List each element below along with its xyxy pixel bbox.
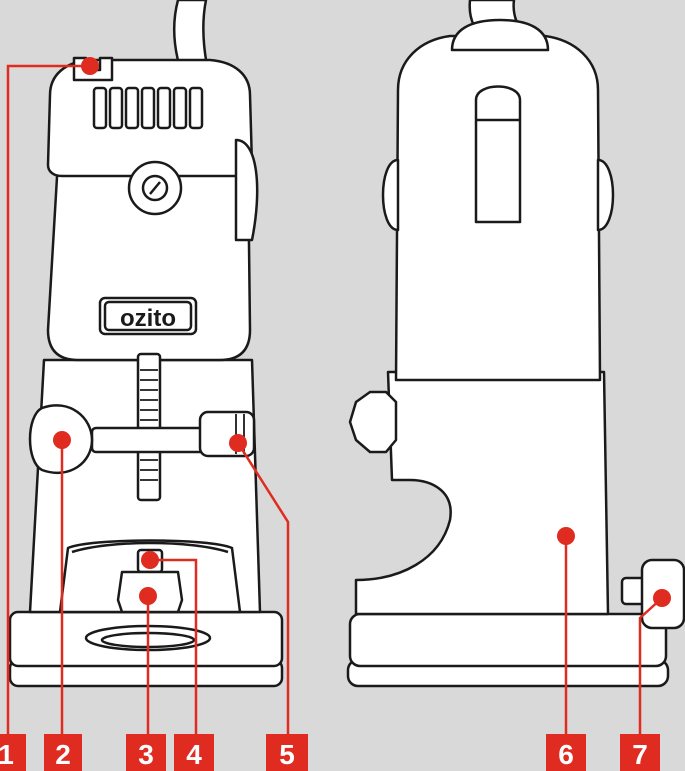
callout-dot-3: [139, 587, 157, 605]
callout-label-2: 2: [55, 739, 71, 770]
callout-label-1: 1: [0, 739, 14, 770]
logo-text: ozito: [120, 305, 176, 332]
callout-dot-6: [557, 527, 575, 545]
callout-label-7: 7: [632, 739, 648, 770]
locking-knob: [200, 412, 254, 456]
callout-label-5: 5: [279, 739, 295, 770]
callout-label-6: 6: [558, 739, 574, 770]
callout-dot-1: [81, 57, 99, 75]
side-vent: [476, 87, 520, 223]
vent-slots: [94, 88, 202, 128]
callout-label-3: 3: [138, 739, 154, 770]
callout-label-4: 4: [186, 739, 202, 770]
callout-dot-2: [53, 431, 71, 449]
callout-dot-7: [653, 589, 671, 607]
callout-dot-5: [229, 434, 247, 452]
front-view-router: [10, 0, 282, 686]
side-base-plate: [350, 614, 666, 666]
callout-dot-4: [141, 551, 159, 569]
